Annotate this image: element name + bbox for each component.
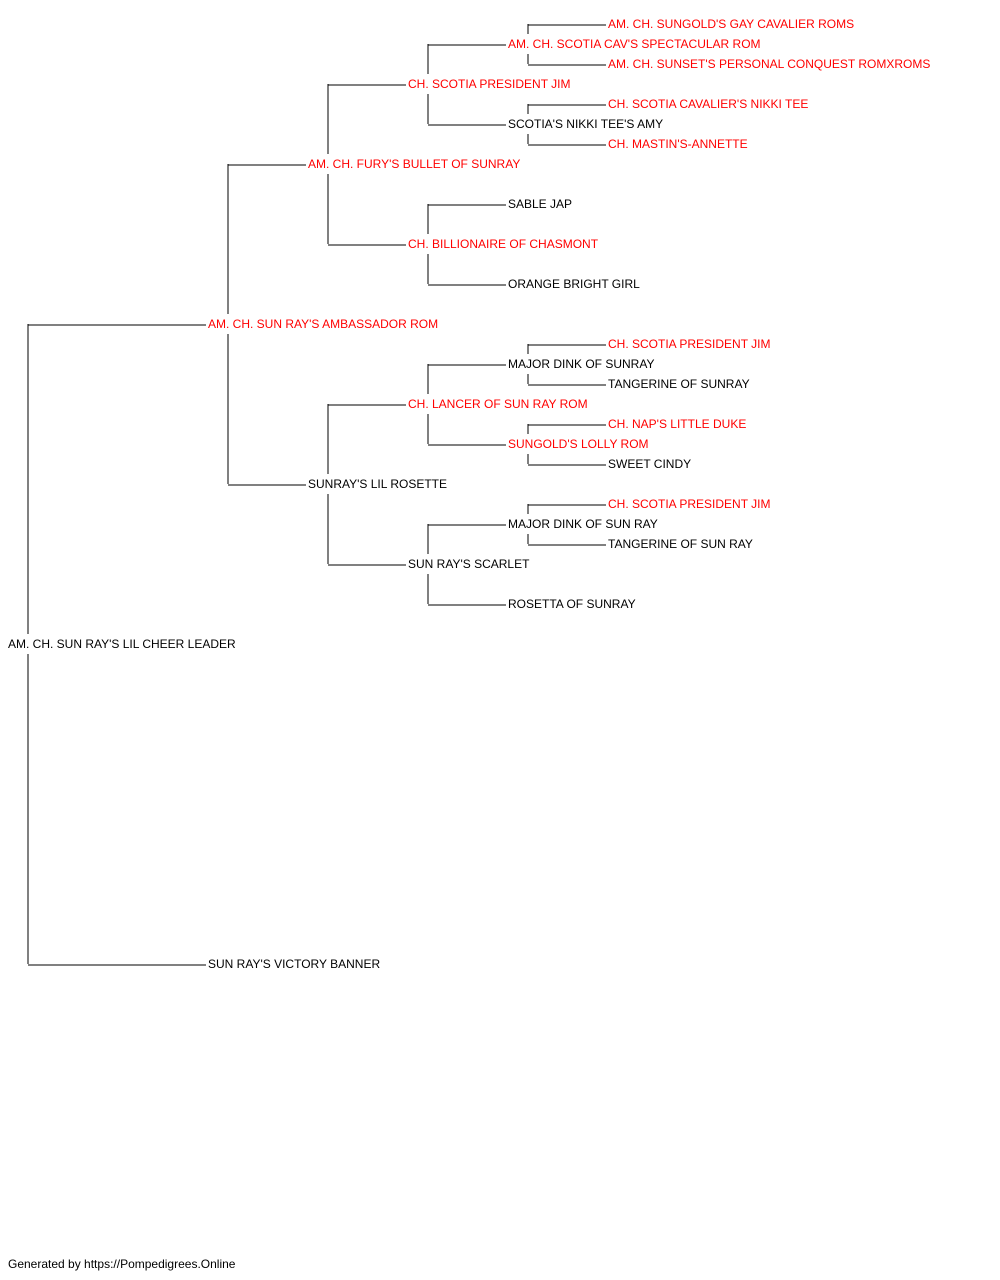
sire-name: CH. SCOTIA CAVALIER'S NIKKI TEE [608, 97, 808, 111]
subject-name: AM. CH. SUN RAY'S LIL CHEER LEADER [8, 637, 236, 651]
sire-name: CH. SCOTIA PRESIDENT JIM [608, 497, 770, 511]
dam-name: SUNGOLD'S LOLLY ROM [508, 437, 649, 451]
sire-name: CH. NAP'S LITTLE DUKE [608, 417, 746, 431]
sire-name: CH. SCOTIA PRESIDENT JIM [408, 77, 570, 91]
sire-name: CH. SCOTIA PRESIDENT JIM [608, 337, 770, 351]
sire-name: MAJOR DINK OF SUNRAY [508, 357, 654, 371]
sire-name: MAJOR DINK OF SUN RAY [508, 517, 658, 531]
dam-name: SUNRAY'S LIL ROSETTE [308, 477, 447, 491]
sire-name: AM. CH. SUN RAY'S AMBASSADOR ROM [208, 317, 438, 331]
dam-name: TANGERINE OF SUN RAY [608, 537, 753, 551]
dam-name: SWEET CINDY [608, 457, 691, 471]
sire-name: AM. CH. SUNGOLD'S GAY CAVALIER ROMS [608, 17, 854, 31]
dam-name: SCOTIA'S NIKKI TEE'S AMY [508, 117, 663, 131]
sire-name: SABLE JAP [508, 197, 572, 211]
dam-name: CH. BILLIONAIRE OF CHASMONT [408, 237, 599, 251]
sire-name: CH. LANCER OF SUN RAY ROM [408, 397, 588, 411]
sire-name: AM. CH. FURY'S BULLET OF SUNRAY [308, 157, 520, 171]
dam-name: TANGERINE OF SUNRAY [608, 377, 750, 391]
footer-credit: Generated by https://Pompedigrees.Online [8, 1257, 236, 1271]
dam-name: ORANGE BRIGHT GIRL [508, 277, 640, 291]
pedigree-tree: AM. CH. SUN RAY'S LIL CHEER LEADER AM. CH… [8, 17, 930, 971]
dam-name: SUN RAY'S VICTORY BANNER [208, 957, 380, 971]
dam-name: ROSETTA OF SUNRAY [508, 597, 636, 611]
sire-name: AM. CH. SCOTIA CAV'S SPECTACULAR ROM [508, 37, 761, 51]
dam-name: AM. CH. SUNSET'S PERSONAL CONQUEST ROMXR… [608, 57, 930, 71]
dam-name: SUN RAY'S SCARLET [408, 557, 530, 571]
dam-name: CH. MASTIN'S-ANNETTE [608, 137, 748, 151]
